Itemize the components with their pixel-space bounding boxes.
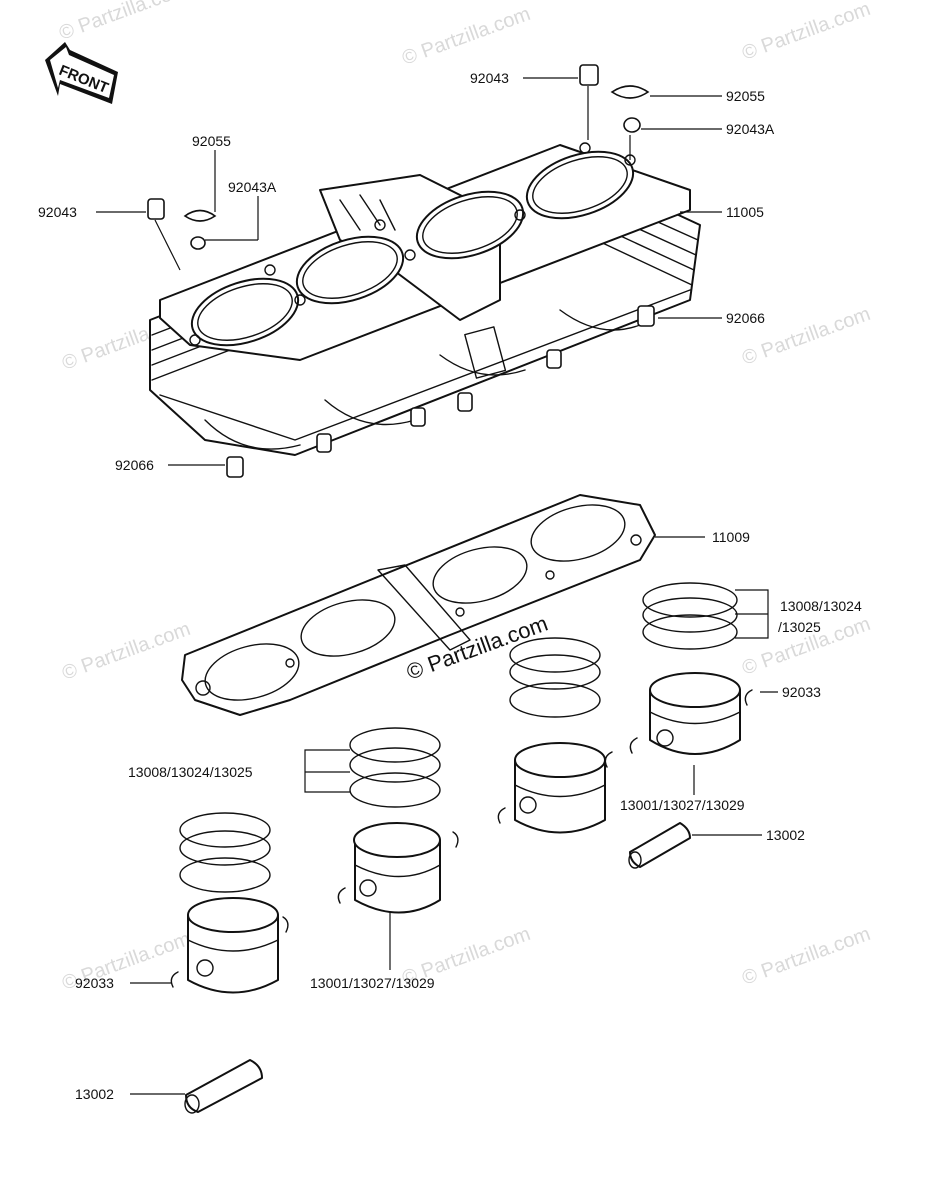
label-11009: 11009 — [712, 529, 750, 545]
piston-rings-set-center-left — [349, 727, 441, 808]
piston-pin-left — [184, 1059, 263, 1114]
watermark-text: © Partzilla.com — [739, 923, 873, 990]
piston-pin-clips — [170, 689, 753, 988]
watermark-text: © Partzilla.com — [399, 3, 533, 70]
watermark-layer: © Partzilla.com © Partzilla.com © Partzi… — [56, 0, 873, 995]
piston-rightmost — [649, 672, 741, 755]
label-13002-left: 13002 — [75, 1086, 114, 1102]
oil-seal-washers — [183, 85, 650, 250]
part-number-labels: 92043 92055 92043A 92055 92043A 92043 11… — [38, 70, 862, 1102]
label-92043-left: 92043 — [38, 204, 77, 220]
label-92043A-left: 92043A — [228, 179, 277, 195]
cylinder-base-gasket — [181, 494, 656, 716]
label-92055-right: 92055 — [726, 88, 765, 104]
label-92055-left: 92055 — [192, 133, 231, 149]
label-92043-top: 92043 — [470, 70, 509, 86]
label-92033-right: 92033 — [782, 684, 821, 700]
label-piston-left: 13001/13027/13029 — [310, 975, 435, 991]
piston-rings-set-center-right — [509, 637, 601, 718]
label-rings-right-line2: /13025 — [778, 619, 821, 635]
piston-rings-set-left — [179, 812, 271, 893]
label-piston-right: 13001/13027/13029 — [620, 797, 745, 813]
piston-rings-set-rightmost — [642, 582, 738, 650]
leader-lines — [96, 77, 778, 1095]
piston-pin-right — [628, 822, 691, 869]
piston-left — [187, 897, 279, 994]
cylinder-block — [149, 142, 701, 456]
piston-center-left — [353, 822, 441, 914]
watermark-text: © Partzilla.com — [739, 0, 873, 65]
front-arrow-icon: FRONT — [45, 42, 118, 104]
piston-center-right — [514, 742, 606, 834]
watermark-text: © Partzilla.com — [59, 618, 193, 685]
dowel-pins — [147, 64, 655, 478]
label-11005: 11005 — [726, 204, 764, 220]
label-92066-right: 92066 — [726, 310, 765, 326]
label-13002-right: 13002 — [766, 827, 805, 843]
label-rings-right-line1: 13008/13024 — [780, 598, 862, 614]
watermark-text: © Partzilla.com — [56, 0, 190, 45]
label-rings-left: 13008/13024/13025 — [128, 764, 253, 780]
label-92033-left: 92033 — [75, 975, 114, 991]
label-92043A-right: 92043A — [726, 121, 775, 137]
label-92066-left: 92066 — [115, 457, 154, 473]
